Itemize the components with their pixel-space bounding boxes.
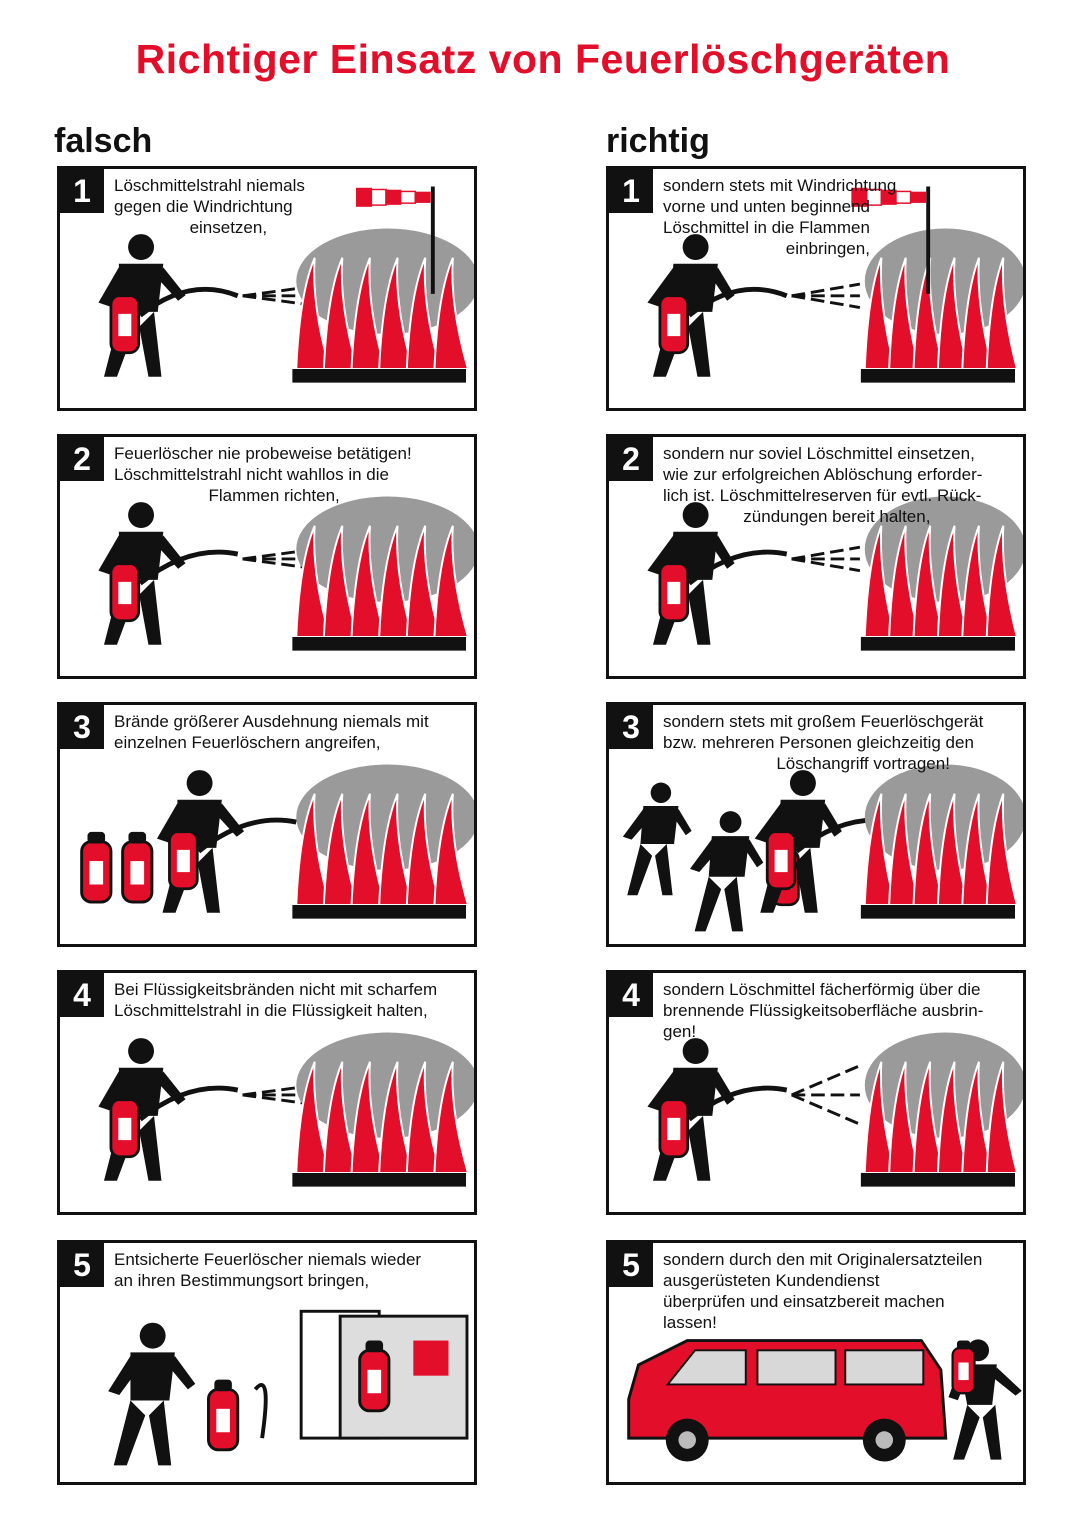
panel-wrong-1: 1 Löschmittelstrahl niemals gegen die Wind… — [57, 166, 477, 411]
instruction-line: Löschmittel in die Flammen — [663, 218, 870, 237]
step-number: 2 — [609, 437, 653, 481]
fan-spray-icon — [647, 1032, 1023, 1187]
instruction-line: zündungen bereit halten, — [663, 507, 931, 526]
instruction-line: Löschmittelstrahl in die Flüssigkeit hal… — [114, 1001, 428, 1020]
panel-right-1: 1 sondern stets mit Windrichtung vorne und… — [606, 166, 1026, 411]
instruction-text: sondern stets mit großem Feuerlöschgerät… — [663, 711, 983, 774]
instruction-text: Feuerlöscher nie probeweise betätigen! Lö… — [114, 443, 412, 506]
instruction-line: gegen die Windrichtung — [114, 197, 293, 216]
instruction-line: einzelnen Feuerlöschern angreifen, — [114, 733, 381, 752]
instruction-line: sondern durch den mit Originalersatzteil… — [663, 1250, 983, 1269]
instruction-line: gen! — [663, 1022, 697, 1041]
column-heading-wrong: falsch — [54, 122, 153, 160]
step-number: 3 — [60, 705, 104, 749]
instruction-line: Brände größerer Ausdehnung niemals mit — [114, 712, 429, 731]
instruction-line: lassen! — [663, 1313, 717, 1332]
instruction-line: vorne und unten beginnend — [663, 197, 871, 216]
test-spray-icon — [98, 496, 474, 651]
instruction-text: Brände größerer Ausdehnung niemals mit ei… — [114, 711, 429, 753]
step-number: 2 — [60, 437, 104, 481]
instruction-line: sondern stets mit großem Feuerlöschgerät — [663, 712, 984, 731]
instruction-line: wie zur erfolgreichen Ablöschung erforde… — [663, 465, 983, 484]
instruction-line: bzw. mehreren Personen gleichzeitig den — [663, 733, 974, 752]
instruction-line: Feuerlöscher nie probeweise betätigen! — [114, 444, 412, 463]
sharp-jet-liquid-icon — [98, 1032, 474, 1187]
wind-with-icon — [647, 186, 1023, 383]
step-number: 5 — [609, 1243, 653, 1287]
instruction-line: Löschmittelstrahl niemals — [114, 176, 305, 195]
service-van-icon — [627, 1339, 1022, 1462]
instruction-line: brennende Flüssigkeitsoberfläche ausbrin… — [663, 1001, 984, 1020]
sparing-use-icon — [647, 496, 1023, 651]
page-title: Richtiger Einsatz von Feuerlöschgeräten — [135, 36, 951, 82]
instruction-line: einbringen, — [663, 239, 870, 258]
instruction-line: sondern nur soviel Löschmittel einsetzen… — [663, 444, 975, 463]
step-number: 1 — [60, 169, 104, 213]
instruction-text: sondern durch den mit Originalersatzteil… — [663, 1249, 982, 1333]
step-number: 1 — [609, 169, 653, 213]
return-used-extinguisher-icon — [108, 1309, 469, 1466]
instruction-line: an ihren Bestimmungsort bringen, — [114, 1271, 370, 1290]
step-number: 3 — [609, 705, 653, 749]
column-heading-right: richtig — [606, 122, 710, 160]
instruction-line: Bei Flüssigkeitsbränden nicht mit scharf… — [114, 980, 438, 999]
instruction-line: sondern stets mit Windrichtung — [663, 176, 897, 195]
panel-wrong-3: 3 Brände größerer Ausdehnung niemals mit e… — [57, 702, 477, 947]
instruction-text: sondern stets mit Windrichtung vorne und … — [663, 175, 896, 259]
instruction-line: ausgerüsteten Kundendienst — [663, 1271, 880, 1290]
instruction-text: sondern Löschmittel fächerförmig über di… — [663, 979, 983, 1042]
instruction-line: sondern Löschmittel fächerförmig über di… — [663, 980, 981, 999]
instruction-line: lich ist. Löschmittelreserven für evtl. … — [663, 486, 982, 505]
instruction-line: einsetzen, — [114, 218, 268, 237]
panel-right-4: 4 sondern Löschmittel fächerförmig über d… — [606, 970, 1026, 1215]
panel-wrong-4: 4 Bei Flüssigkeitsbränden nicht mit schar… — [57, 970, 477, 1215]
instruction-text: Löschmittelstrahl niemals gegen die Windr… — [114, 175, 305, 238]
instruction-line: Flammen richten, — [114, 486, 340, 505]
group-attack-icon — [622, 764, 1023, 932]
instruction-line: Entsicherte Feuerlöscher niemals wieder — [114, 1250, 422, 1269]
instruction-text: Entsicherte Feuerlöscher niemals wieder a… — [114, 1249, 421, 1291]
step-number: 4 — [609, 973, 653, 1017]
instruction-line: Löschmittelstrahl nicht wahllos in die — [114, 465, 389, 484]
wind-against-icon — [98, 186, 474, 383]
panel-right-5: 5 sondern durch den mit Originalersatztei… — [606, 1240, 1026, 1485]
panel-right-2: 2 sondern nur soviel Löschmittel einsetze… — [606, 434, 1026, 679]
instruction-line: Löschangriff vortragen! — [663, 754, 950, 773]
single-extinguisher-icon — [80, 764, 474, 919]
instruction-text: Bei Flüssigkeitsbränden nicht mit scharf… — [114, 979, 437, 1021]
instruction-text: sondern nur soviel Löschmittel einsetzen… — [663, 443, 982, 527]
step-number: 4 — [60, 973, 104, 1017]
instruction-line: überprüfen und einsatzbereit machen — [663, 1292, 945, 1311]
step-number: 5 — [60, 1243, 104, 1287]
panel-wrong-2: 2 Feuerlöscher nie probeweise betätigen! L… — [57, 434, 477, 679]
